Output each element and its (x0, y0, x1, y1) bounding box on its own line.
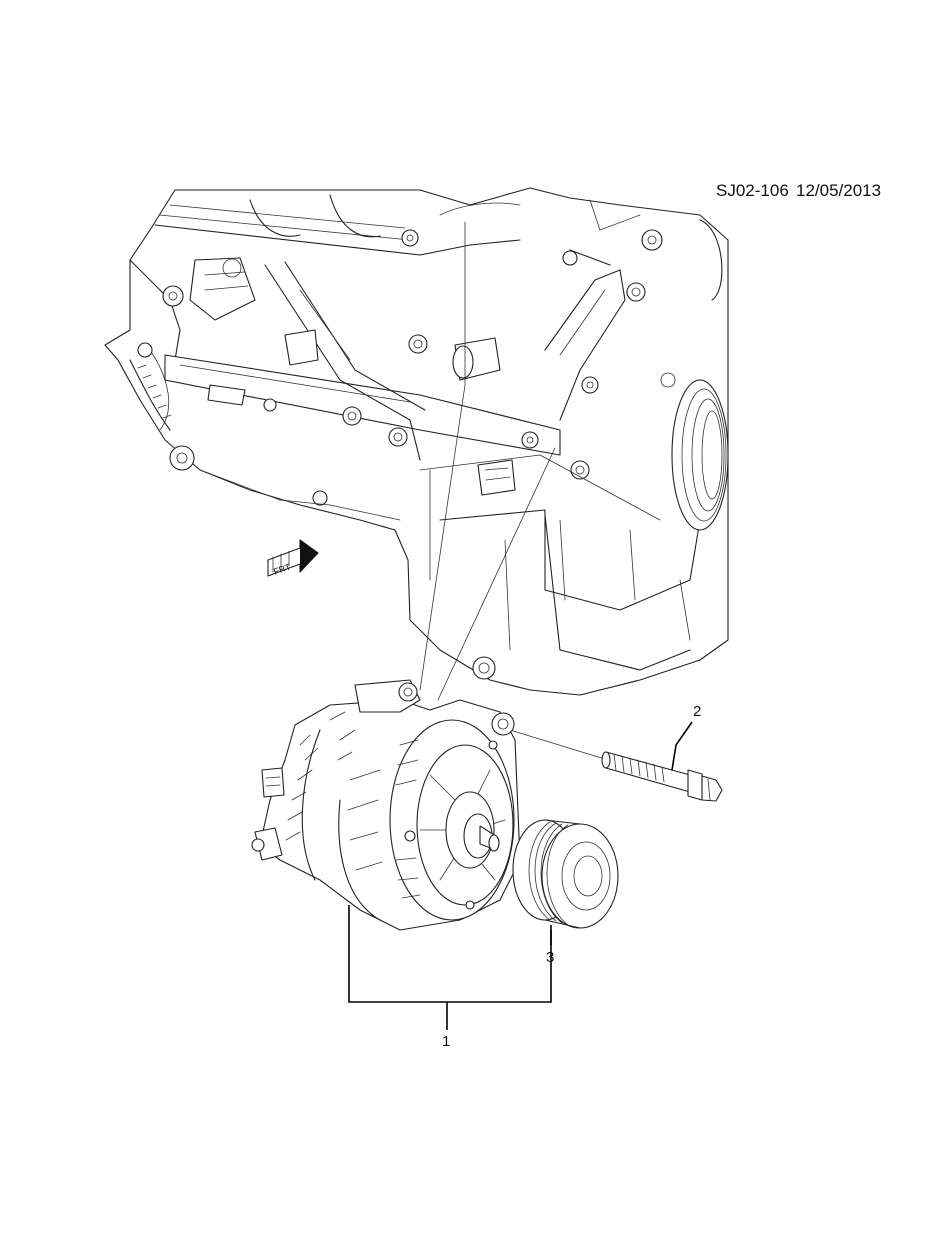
callout-bracket-1 (348, 905, 552, 1030)
engine-block-illustration (104, 187, 729, 696)
callout-line-2 (671, 721, 693, 771)
callout-2: 2 (693, 703, 701, 720)
front-arrow-icon: FRT (267, 539, 319, 577)
leader-line-upper (419, 221, 466, 691)
leader-line-bolt (509, 729, 609, 761)
callout-1: 1 (442, 1033, 450, 1050)
bolt-illustration (601, 751, 723, 802)
diagram-code: SJ02-106 (716, 181, 789, 200)
alternator-illustration (251, 679, 521, 931)
callout-3: 3 (546, 949, 554, 966)
diagram-date: 12/05/2013 (796, 181, 881, 200)
leader-line-lower (437, 447, 556, 701)
pulley-illustration (512, 819, 619, 929)
